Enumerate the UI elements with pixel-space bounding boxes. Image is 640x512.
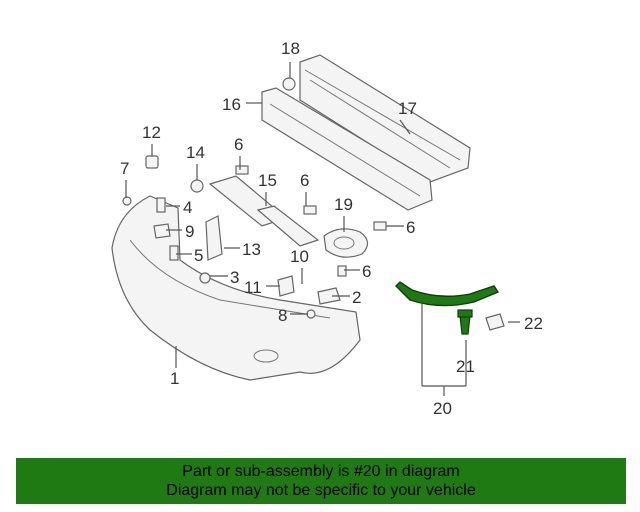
callout-7: 7 <box>120 159 129 178</box>
banner-line-2: Diagram may not be specific to your vehi… <box>166 482 476 499</box>
callout-labels: 1 2 3 4 5 6 6 6 6 7 8 9 10 11 12 13 14 1… <box>120 39 543 418</box>
callout-9: 9 <box>185 222 194 241</box>
callout-6c: 6 <box>406 218 415 237</box>
callout-16: 16 <box>222 95 241 114</box>
callout-13: 13 <box>242 240 261 259</box>
callout-6a: 6 <box>234 135 243 154</box>
energy-absorber <box>261 87 433 211</box>
clip-22 <box>485 313 505 331</box>
reinforcement-beam <box>299 54 471 183</box>
part-info-banner: Part or sub-assembly is #20 in diagram D… <box>16 458 626 504</box>
callout-6d: 6 <box>362 262 371 281</box>
callout-10: 10 <box>290 247 309 266</box>
callout-14: 14 <box>186 143 205 162</box>
highlighted-bracket <box>395 281 500 335</box>
callout-1: 1 <box>170 369 179 388</box>
grille-pieces <box>208 175 320 247</box>
callout-2: 2 <box>352 288 361 307</box>
callout-19: 19 <box>334 195 353 214</box>
fog-lamp-bezel <box>323 228 369 258</box>
callout-17: 17 <box>398 99 417 118</box>
parts-diagram: 1 2 3 4 5 6 6 6 6 7 8 9 10 11 12 13 14 1… <box>111 39 543 418</box>
callout-5: 5 <box>194 246 203 265</box>
callout-6b: 6 <box>300 171 309 190</box>
callout-12: 12 <box>142 123 161 142</box>
leader-lines <box>125 62 520 396</box>
callout-20: 20 <box>433 399 452 418</box>
callout-4: 4 <box>183 198 192 217</box>
callout-22: 22 <box>524 314 543 333</box>
callout-15: 15 <box>258 171 277 190</box>
fasteners <box>122 77 387 319</box>
banner-line-1: Part or sub-assembly is #20 in diagram <box>182 463 460 480</box>
vent-panel <box>205 215 223 261</box>
callout-3: 3 <box>230 268 239 287</box>
callout-11: 11 <box>244 278 262 297</box>
bumper-cover <box>111 195 361 381</box>
callout-21: 21 <box>456 357 475 376</box>
callout-8: 8 <box>278 306 287 325</box>
callout-18: 18 <box>281 39 300 58</box>
